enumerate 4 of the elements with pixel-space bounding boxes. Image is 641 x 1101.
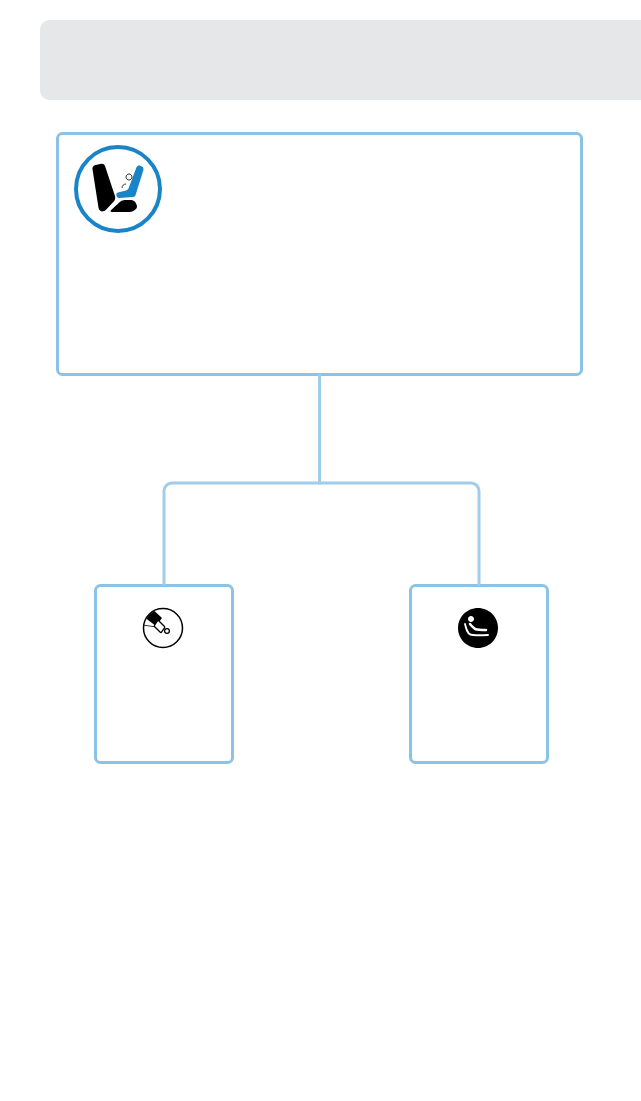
info-box bbox=[409, 584, 549, 764]
info-box bbox=[94, 584, 234, 764]
connector-line bbox=[318, 374, 481, 586]
info-box bbox=[56, 132, 583, 376]
